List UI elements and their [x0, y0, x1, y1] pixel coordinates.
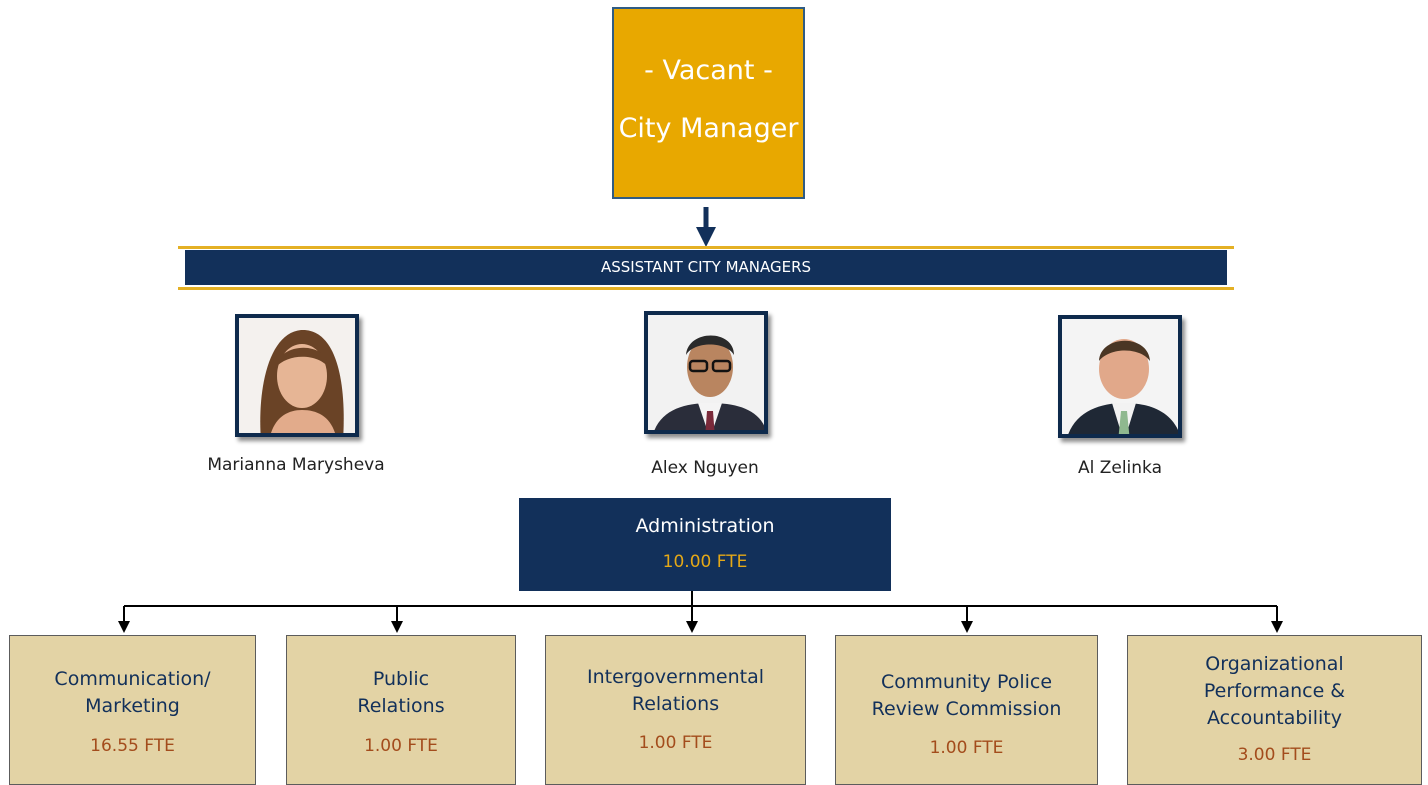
avatar-marianna — [235, 314, 359, 437]
assistant-name-2: Alex Nguyen — [651, 458, 759, 478]
administration-box: Administration 10.00 FTE — [519, 498, 891, 591]
dept-fte: 3.00 FTE — [1237, 745, 1312, 765]
dept-title: Intergovernmental Relations — [586, 666, 764, 715]
banner-top-rule — [178, 246, 1234, 249]
dept-public-relations: Public Relations 1.00 FTE — [286, 635, 516, 785]
dept-title: Public Relations — [357, 668, 445, 717]
city-manager-title: City Manager — [618, 113, 799, 144]
dept-fte: 1.00 FTE — [929, 738, 1004, 758]
banner-bottom-rule — [178, 287, 1234, 290]
dept-fte: 1.00 FTE — [638, 733, 713, 753]
dept-communication-marketing: Communication/ Marketing 16.55 FTE — [9, 635, 256, 785]
dept-title: Organizational Performance & Accountabil… — [1203, 653, 1346, 729]
dept-title: Community Police Review Commission — [871, 671, 1062, 720]
assistant-name-3: Al Zelinka — [1077, 458, 1163, 478]
portrait-man-glasses-image — [648, 315, 764, 430]
portrait-woman-image — [239, 318, 355, 433]
dept-community-police-review: Community Police Review Commission 1.00 … — [835, 635, 1098, 785]
administration-title: Administration — [635, 515, 775, 537]
dept-fte: 16.55 FTE — [90, 736, 175, 756]
assistant-managers-banner: ASSISTANT CITY MANAGERS — [185, 250, 1227, 285]
portrait-man-suit-image — [1062, 319, 1178, 434]
assistant-name-1: Marianna Marysheva — [207, 455, 385, 475]
administration-fte: 10.00 FTE — [662, 552, 748, 572]
dept-intergovernmental-relations: Intergovernmental Relations 1.00 FTE — [545, 635, 806, 785]
dept-fte: 1.00 FTE — [364, 736, 438, 756]
avatar-alex — [644, 311, 768, 434]
dept-organizational-performance: Organizational Performance & Accountabil… — [1127, 635, 1422, 785]
city-manager-box: - Vacant - City Manager — [612, 7, 805, 199]
avatar-al — [1058, 315, 1182, 438]
dept-title: Communication/ Marketing — [54, 668, 211, 717]
city-manager-status: - Vacant - — [644, 55, 773, 86]
